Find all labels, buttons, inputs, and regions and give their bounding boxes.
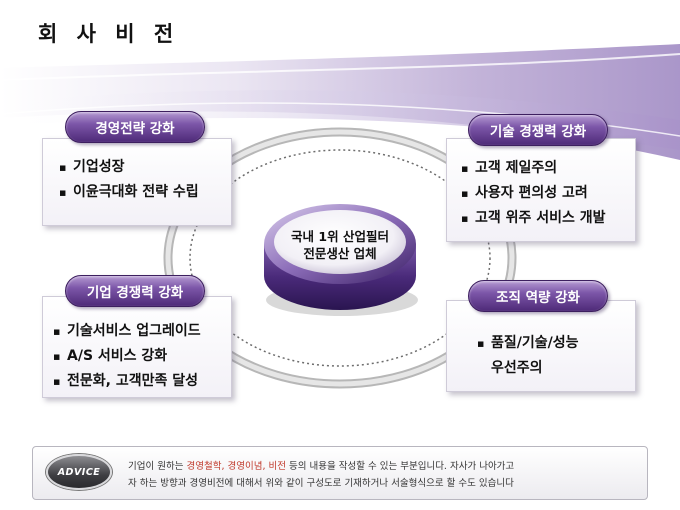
item-label: 품질/기술/성능 bbox=[491, 335, 579, 351]
list-item: ▪ 기업성장 bbox=[59, 155, 231, 180]
item-label: A/S 서비스 강화 bbox=[67, 348, 168, 364]
item-label: 기술서비스 업그레이드 bbox=[67, 323, 201, 339]
list-item: ▪ 사용자 편의성 고려 bbox=[461, 181, 635, 206]
page-title: 회 사 비 전 bbox=[38, 22, 180, 46]
bullet-icon: ▪ bbox=[461, 212, 469, 225]
bullet-icon: ▪ bbox=[53, 325, 61, 338]
list-item: ▪ 고객 제일주의 bbox=[461, 156, 635, 181]
advice-text-line1: 기업이 원하는 경영철학, 경영이념, 비전 등의 내용을 작성할 수 있는 부… bbox=[128, 458, 638, 475]
advice-badge: ADVICE bbox=[46, 454, 112, 490]
center-disc bbox=[264, 204, 418, 316]
advice-highlight: 경영철학, 경영이념, 비전 bbox=[186, 461, 286, 472]
advice-text: 기업이 원하는 경영철학, 경영이념, 비전 등의 내용을 작성할 수 있는 부… bbox=[128, 458, 638, 492]
heading-organizational-capability: 조직 역량 강화 bbox=[468, 280, 608, 312]
item-label: 전문화, 고객만족 달성 bbox=[67, 373, 198, 389]
list-item: ▪ 전문화, 고객만족 달성 bbox=[53, 369, 231, 394]
heading-management-strategy: 경영전략 강화 bbox=[65, 111, 205, 143]
advice-text-after: 등의 내용을 작성할 수 있는 부분입니다. 자사가 나아가고 bbox=[285, 461, 515, 472]
advice-text-before: 기업이 원하는 bbox=[128, 461, 187, 472]
bullet-icon: ▪ bbox=[461, 187, 469, 200]
list-item: ▪ 기술서비스 업그레이드 bbox=[53, 319, 231, 344]
advice-box bbox=[32, 446, 648, 500]
card-organizational-capability: ▪ 품질/기술/성능 우선주의 bbox=[446, 300, 636, 392]
bullet-icon: ▪ bbox=[59, 186, 67, 199]
bullet-icon: ▪ bbox=[477, 337, 485, 350]
list-item: ▪ 고객 위주 서비스 개발 bbox=[461, 206, 635, 231]
bullet-icon: ▪ bbox=[59, 161, 67, 174]
list-item-continuation: 우선주의 bbox=[491, 360, 543, 376]
item-label: 고객 제일주의 bbox=[475, 160, 558, 176]
heading-corporate-competitiveness: 기업 경쟁력 강화 bbox=[65, 275, 205, 307]
list-item: ▪ A/S 서비스 강화 bbox=[53, 344, 231, 369]
bullet-icon: ▪ bbox=[461, 162, 469, 175]
background-swoosh bbox=[0, 44, 680, 160]
item-label: 기업성장 bbox=[73, 159, 125, 175]
bullet-icon: ▪ bbox=[53, 375, 61, 388]
item-label: 이윤극대화 전략 수립 bbox=[73, 184, 199, 200]
heading-tech-competitiveness: 기술 경쟁력 강화 bbox=[468, 114, 608, 146]
bullet-icon: ▪ bbox=[53, 350, 61, 363]
item-label: 고객 위주 서비스 개발 bbox=[475, 210, 606, 226]
center-label: 국내 1위 산업필터 전문생산 업체 bbox=[270, 228, 410, 262]
center-label-line1: 국내 1위 산업필터 bbox=[291, 229, 389, 244]
list-item: ▪ 이윤극대화 전략 수립 bbox=[59, 180, 231, 205]
card-management-strategy: ▪ 기업성장 ▪ 이윤극대화 전략 수립 bbox=[42, 138, 232, 226]
center-label-line2: 전문생산 업체 bbox=[303, 246, 377, 261]
card-corporate-competitiveness: ▪ 기술서비스 업그레이드 ▪ A/S 서비스 강화 ▪ 전문화, 고객만족 달성 bbox=[42, 296, 232, 398]
list-item: ▪ 품질/기술/성능 bbox=[477, 331, 635, 356]
advice-text-line2: 자 하는 방향과 경영비전에 대해서 위와 같이 구성도로 기재하거나 서술형식… bbox=[128, 478, 514, 489]
item-label: 사용자 편의성 고려 bbox=[475, 185, 588, 201]
card-tech-competitiveness: ▪ 고객 제일주의 ▪ 사용자 편의성 고려 ▪ 고객 위주 서비스 개발 bbox=[446, 138, 636, 242]
